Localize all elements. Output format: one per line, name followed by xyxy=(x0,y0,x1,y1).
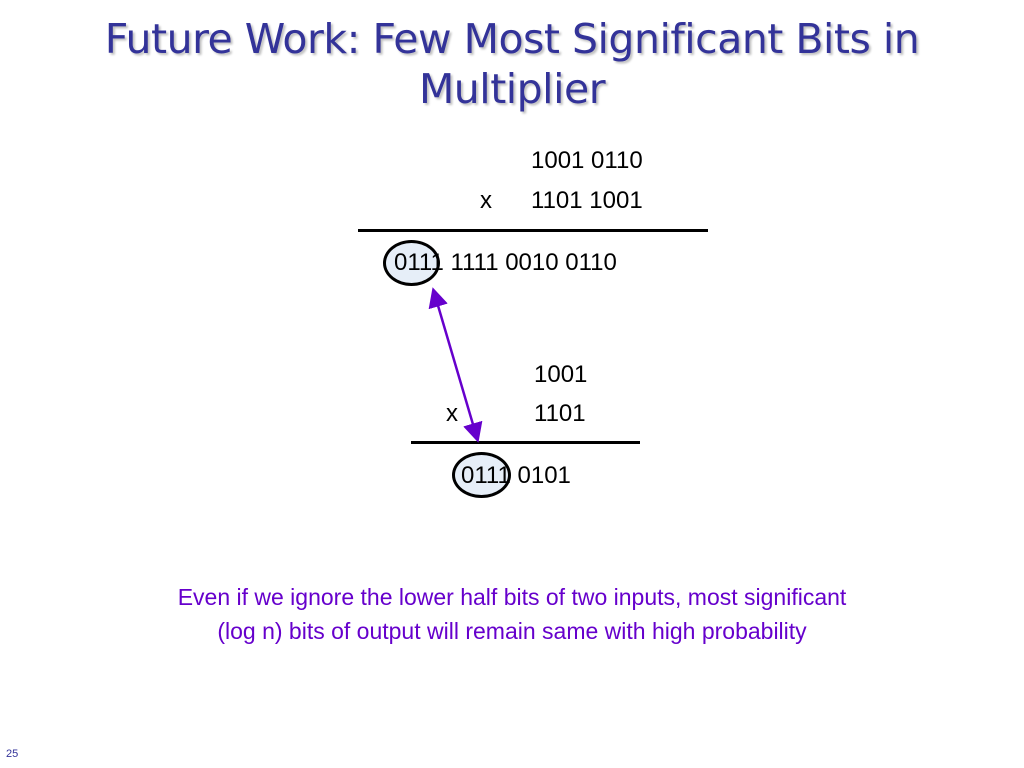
truncated-msb-highlight xyxy=(452,452,511,498)
double-arrow-line xyxy=(428,287,483,443)
caption-line-2: (log n) bits of output will remain same … xyxy=(217,618,807,644)
full-product: 0111 1111 0010 0110 xyxy=(394,249,617,276)
truncated-multiplier: 1101 xyxy=(534,400,586,427)
full-msb-highlight xyxy=(383,240,440,286)
caption-line-1: Even if we ignore the lower half bits of… xyxy=(177,584,847,610)
full-product-rule xyxy=(358,229,708,232)
full-multiplier: 1101 1001 xyxy=(531,187,643,214)
full-multiplicand: 1001 0110 xyxy=(531,147,643,174)
slide-title: Future Work: Few Most Significant Bits i… xyxy=(40,14,984,114)
page-number: 25 xyxy=(6,748,19,760)
slide-title-line-1: Future Work: Few Most Significant Bits i… xyxy=(104,15,920,63)
truncated-product: 0111 0101 xyxy=(461,462,571,489)
truncated-product-rule xyxy=(411,441,640,444)
caption: Even if we ignore the lower half bits of… xyxy=(60,580,964,648)
truncated-multiplicand: 1001 xyxy=(534,361,588,388)
full-operator: x xyxy=(480,187,492,214)
slide-title-line-2: Multiplier xyxy=(418,65,606,113)
